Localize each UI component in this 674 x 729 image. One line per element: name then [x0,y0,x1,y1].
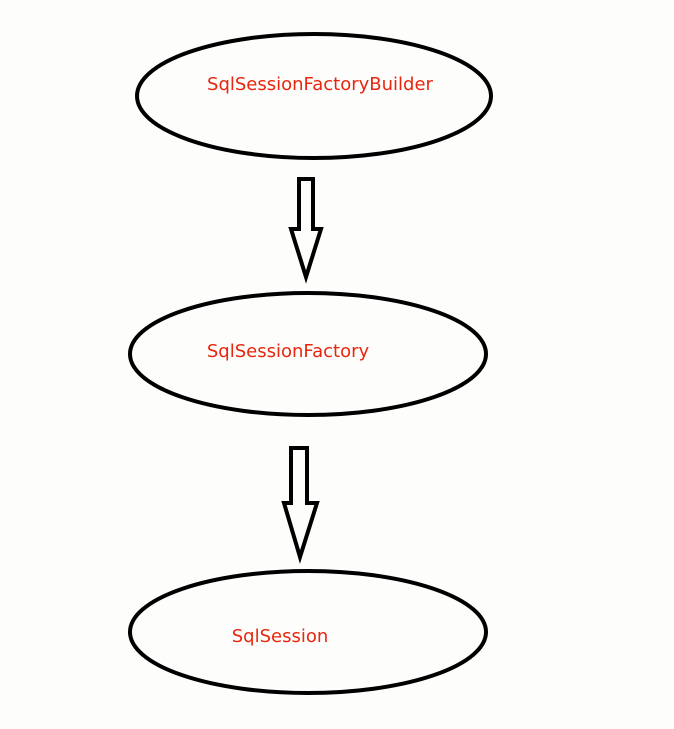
node-label: SqlSessionFactoryBuilder [207,74,434,95]
node-label: SqlSession [232,626,329,647]
node-label: SqlSessionFactory [207,341,370,362]
arrow-builder-to-factory [288,177,324,284]
node-ellipse [135,32,493,160]
node-sqlsessionfactory: SqlSessionFactory [128,291,488,417]
node-ellipse [128,569,488,695]
arrow-factory-to-session [281,446,320,564]
node-sqlsession: SqlSession [128,569,488,695]
node-sqlsessionfactorybuilder: SqlSessionFactoryBuilder [135,32,493,160]
node-ellipse [128,291,488,417]
